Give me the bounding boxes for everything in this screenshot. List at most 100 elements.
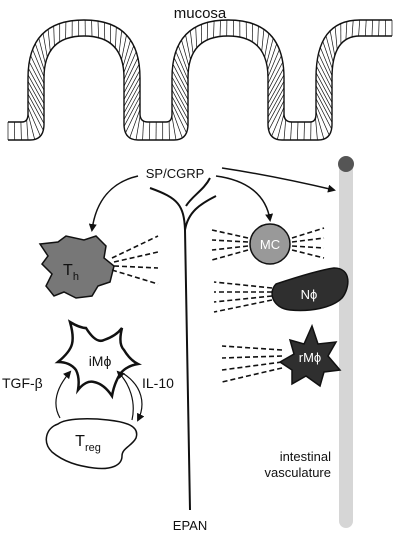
- epithelial-cell-divider: [334, 26, 338, 50]
- epithelial-cell-divider: [175, 51, 189, 80]
- epithelial-cell-divider: [123, 89, 141, 120]
- epithelial-cell-divider: [318, 53, 333, 83]
- epan-label: EPAN: [173, 518, 207, 533]
- epithelial-cell-divider: [219, 20, 221, 37]
- epithelial-cell-divider: [316, 59, 333, 90]
- epithelial-cell-divider: [267, 94, 285, 124]
- epithelial-cell-divider: [267, 87, 285, 118]
- sp-cgrp-label: SP/CGRP: [146, 166, 205, 181]
- epithelial-cell-divider: [53, 25, 55, 47]
- epithelial-cell-divider: [189, 30, 194, 54]
- epithelial-cell-divider: [267, 61, 284, 91]
- epithelial-cell-divider: [97, 20, 99, 38]
- epithelial-cell-divider: [103, 22, 106, 41]
- epithelial-cell-divider: [296, 121, 299, 141]
- epithelial-cell-divider: [276, 113, 285, 140]
- resident-macrophage-cell: [278, 323, 342, 388]
- epithelial-cell-divider: [27, 94, 45, 124]
- il10-label: IL-10: [142, 375, 174, 391]
- epithelial-cell-divider: [47, 29, 51, 52]
- epithelial-cell-divider: [315, 79, 333, 110]
- epithelial-cell-divider: [371, 19, 373, 37]
- epithelial-cell-divider: [123, 51, 137, 80]
- epithelial-cell-divider: [123, 45, 135, 74]
- epithelial-cell-divider: [268, 100, 285, 131]
- rmac-dashes: [221, 345, 283, 383]
- epithelial-cell-divider: [181, 39, 190, 67]
- epithelial-cell-divider: [123, 83, 141, 114]
- mc-label: MC: [260, 237, 280, 252]
- epithelial-cell-divider: [171, 76, 189, 107]
- vasculature-label-line1: intestinal: [280, 449, 331, 464]
- epithelial-cell-divider: [27, 106, 41, 137]
- arrow-imac-to-treg-il10: [123, 373, 145, 422]
- epithelial-cell-divider: [315, 91, 333, 123]
- epithelial-cell-divider: [267, 81, 285, 111]
- th-label: Th: [63, 262, 79, 283]
- tgf-beta-label: TGF-β: [2, 375, 43, 391]
- epithelial-cell-divider: [257, 26, 259, 47]
- epithelial-cell-divider: [27, 87, 45, 118]
- epithelial-cell-divider: [32, 49, 45, 78]
- treg-label: Treg: [75, 433, 101, 454]
- epithelial-cell-divider: [28, 68, 45, 98]
- epithelial-cell-divider: [213, 20, 215, 38]
- epithelial-cell-divider: [315, 98, 332, 130]
- epithelial-cell-divider: [267, 74, 285, 104]
- epithelial-cell-divider: [267, 68, 284, 98]
- epithelial-cell-divider: [315, 72, 333, 103]
- rmac-label: rMϕ: [299, 350, 321, 365]
- epithelial-cell-divider: [351, 20, 354, 38]
- imac-label: iMϕ: [89, 353, 112, 369]
- epithelial-cell-divider: [118, 30, 123, 54]
- epithelial-cell-divider: [26, 119, 29, 141]
- epithelial-cell-divider: [271, 107, 285, 137]
- epithelial-cell-divider: [316, 66, 333, 96]
- epithelial-cell-divider: [27, 113, 36, 140]
- arrow-to-mc: [215, 175, 274, 222]
- epithelial-cell-divider: [290, 121, 292, 141]
- epithelial-cell-divider: [185, 34, 191, 60]
- neutrophil-label: Nϕ: [301, 287, 318, 302]
- epithelial-cell-divider: [378, 19, 380, 37]
- epithelial-cell-divider: [122, 40, 131, 67]
- epithelial-cell-divider: [123, 96, 141, 127]
- epithelial-cell-divider: [173, 57, 189, 87]
- epithelial-cell-divider: [115, 27, 117, 49]
- epithelial-cell-divider: [358, 19, 361, 37]
- epithelial-cell-divider: [125, 102, 141, 133]
- epithelial-cell-divider: [303, 121, 305, 141]
- epithelial-cell-divider: [129, 109, 141, 139]
- mast-cell: [249, 223, 291, 265]
- epithelial-cell-divider: [38, 38, 46, 64]
- epithelial-cell-divider: [329, 30, 336, 56]
- epithelial-cell-divider: [121, 34, 127, 60]
- epan-nerve-fiber: [149, 177, 217, 511]
- epithelial-cell-divider: [171, 70, 189, 100]
- epithelial-cell-divider: [319, 47, 333, 76]
- epithelial-cell-divider: [315, 111, 325, 140]
- epithelial-cell-divider: [261, 29, 265, 52]
- arrow-to-vessel: [221, 167, 336, 193]
- epithelial-cell-divider: [267, 55, 282, 84]
- intestinal-vessel: [339, 160, 353, 528]
- epithelial-cell-divider: [123, 76, 141, 107]
- epithelial-cell-divider: [171, 89, 189, 120]
- arrow-to-th: [88, 175, 139, 232]
- epithelial-cell-divider: [322, 41, 333, 70]
- th-secretion-dashes: [111, 235, 159, 285]
- epithelial-cell-divider: [123, 64, 140, 94]
- mc-right-dashes: [291, 227, 325, 259]
- epithelial-cell-divider: [267, 43, 278, 71]
- epithelial-cell-divider: [195, 27, 198, 49]
- epithelial-cell-divider: [34, 43, 45, 71]
- epithelial-cell-divider: [142, 121, 144, 141]
- vessel-tip: [338, 156, 354, 172]
- epithelial-cell-divider: [325, 35, 334, 63]
- epithelial-cell-divider: [171, 102, 187, 133]
- epithelial-cell-divider: [28, 61, 45, 91]
- mucosa-label: mucosa: [174, 5, 227, 22]
- epithelial-cell-divider: [27, 74, 45, 104]
- mucosa-epithelium: [7, 19, 393, 141]
